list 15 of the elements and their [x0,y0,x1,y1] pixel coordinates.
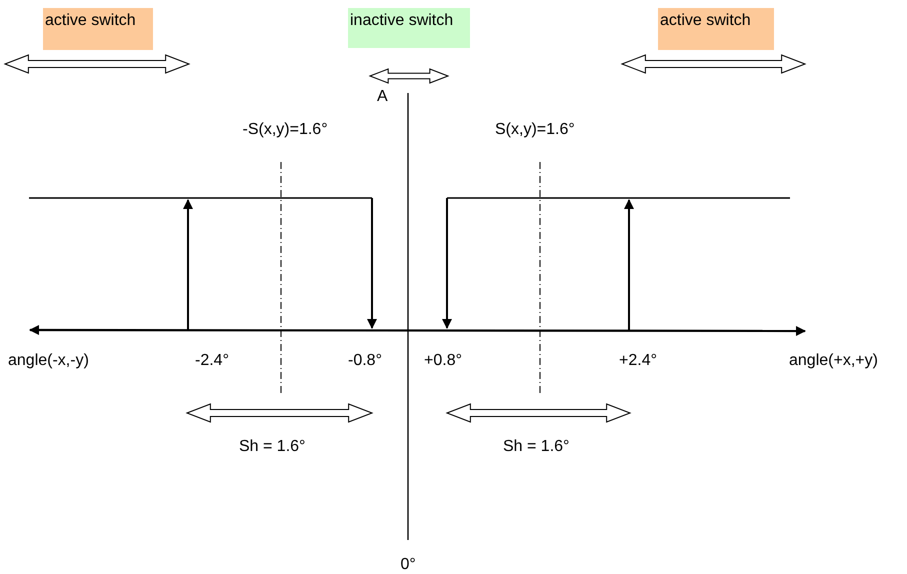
tick-label: -0.8° [348,352,382,370]
switch-state-label: active switch [658,8,774,50]
point-label: A [377,88,388,106]
switch-state-label: inactive switch [348,8,470,48]
axis-label: angle(-x,-y) [8,352,89,370]
tick-label: -2.4° [195,352,229,370]
threshold-label: S(x,y)=1.6° [495,121,575,139]
switch-state-label: active switch [43,8,153,50]
tick-label: +0.8° [424,352,462,370]
tick-label: +2.4° [619,352,657,370]
hysteresis-label: Sh = 1.6° [239,438,306,456]
threshold-label: -S(x,y)=1.6° [242,121,328,139]
axis-label: 0° [400,556,416,574]
axis-label: angle(+x,+y) [789,352,878,370]
hysteresis-label: Sh = 1.6° [503,438,570,456]
